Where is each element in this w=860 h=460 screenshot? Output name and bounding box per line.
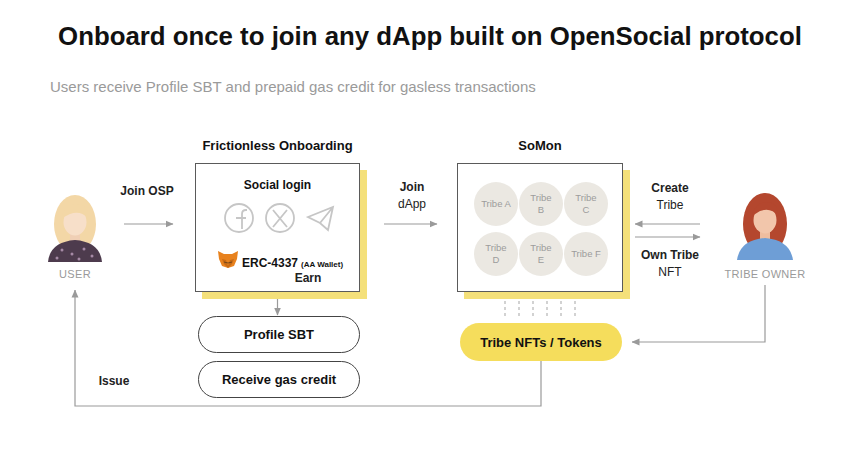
tribe-circle: Tribe A xyxy=(474,182,518,226)
tribe-circle: Tribe E xyxy=(519,232,563,276)
connector xyxy=(277,293,278,315)
node-text: Tribe E xyxy=(526,242,556,266)
connector xyxy=(635,223,700,224)
outcome-pill: Profile SBT xyxy=(198,316,360,353)
tribe-owner-figure: TRIBE OWNER xyxy=(722,195,808,280)
tribe-circle: Tribe B xyxy=(519,182,563,226)
tribe-circle: Tribe C xyxy=(564,182,608,226)
node-text: Tribe B xyxy=(526,192,556,216)
metamask-fox-icon xyxy=(218,251,238,268)
edge-label: Issue xyxy=(92,373,136,390)
edge-label: Join OSP xyxy=(120,183,174,200)
node-text: ERC-4337 xyxy=(242,256,298,270)
user-figure: USER xyxy=(40,195,110,280)
tribe-circle: Tribe D xyxy=(474,232,518,276)
node-text: Tribe A xyxy=(481,198,511,210)
connector xyxy=(384,223,437,224)
node-text: Tribe D xyxy=(481,242,511,266)
social-icons xyxy=(225,204,333,232)
user-figure xyxy=(48,195,102,262)
tribe-owner-figure xyxy=(737,193,793,260)
edge-label: Own Tribe NFT xyxy=(640,247,700,281)
edge-label: Join dApp xyxy=(384,179,440,213)
connector xyxy=(124,223,173,224)
token-pill: Tribe NFTs / Tokens xyxy=(460,323,622,361)
node-text: Social login xyxy=(196,178,359,192)
connector xyxy=(632,285,765,342)
node-text: Tribe F xyxy=(571,248,601,260)
diagram-title: Onboard once to join any dApp built on O… xyxy=(0,22,860,51)
tribe-circle: Tribe F xyxy=(564,232,608,276)
node-text: Tribe C xyxy=(571,192,601,216)
onboarding-box: ERC-4337(AA Wallet)Frictionless Onboardi… xyxy=(195,163,360,292)
diagram-caption: Users receive Profile SBT and prepaid ga… xyxy=(50,78,536,95)
connector xyxy=(505,301,575,319)
edge-label: Earn xyxy=(278,270,338,287)
node-text: Tribe NFTs / Tokens xyxy=(480,335,602,350)
node-text: Profile SBT xyxy=(244,327,314,342)
node-text: TRIBE OWNER xyxy=(722,268,808,280)
connector xyxy=(635,236,700,237)
somon-box: SoMonTribe ATribe BTribe CTribe DTribe E… xyxy=(457,163,623,292)
node-text: Receive gas credit xyxy=(222,372,336,387)
node-text: (AA Wallet) xyxy=(301,260,343,269)
node-text: Frictionless Onboarding xyxy=(176,138,379,153)
node-text: SoMon xyxy=(438,138,642,153)
wallet-row: ERC-4337(AA Wallet) xyxy=(242,253,343,271)
edge-label: Create Tribe xyxy=(641,180,699,214)
outcome-pill: Receive gas credit xyxy=(198,361,360,398)
node-text: USER xyxy=(40,268,110,280)
